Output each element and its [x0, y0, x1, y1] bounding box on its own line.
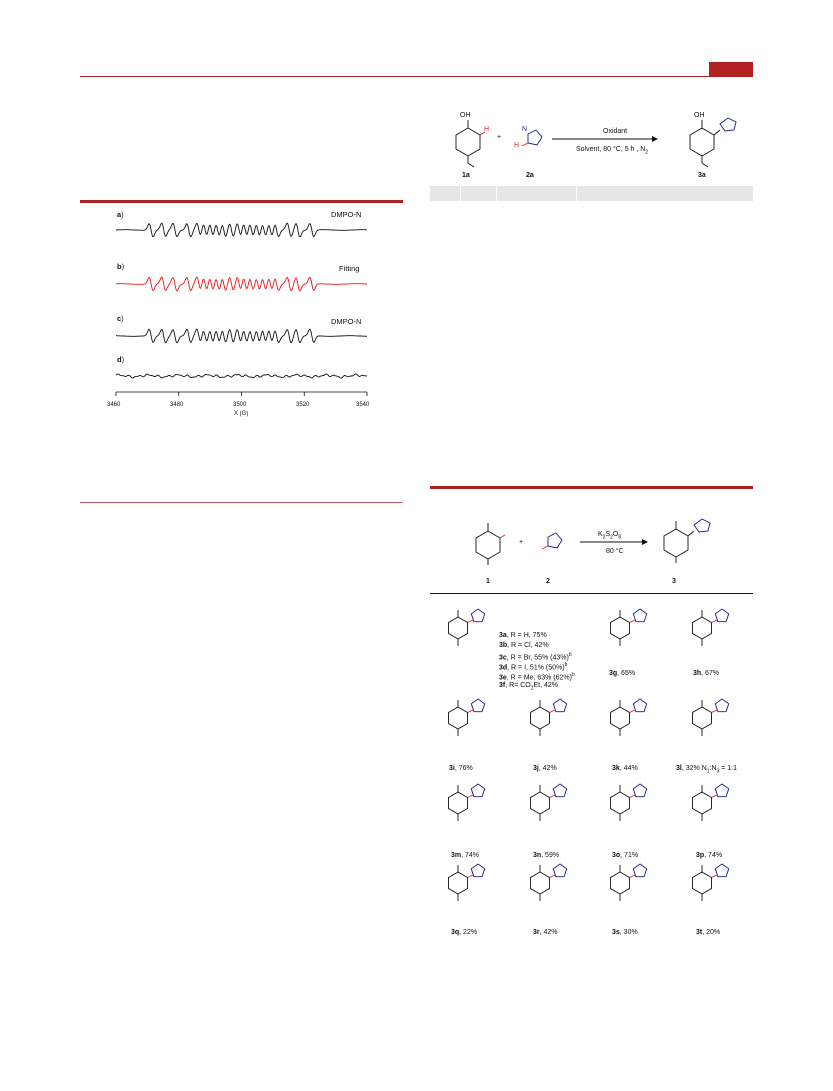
compound-skeleton [692, 698, 730, 736]
label-3: 3 [672, 578, 676, 585]
compound-3q: 3q, 22% [451, 929, 478, 936]
compound-3e: 3e, R = Me, 63% (62%)b [499, 672, 575, 682]
compound-3k: 3k, 44% [612, 765, 638, 772]
compound-skeleton [448, 698, 486, 736]
panel-label-b: Fitting [339, 264, 360, 273]
x-axis-label: X (G) [234, 411, 249, 417]
trace-d [115, 373, 368, 379]
panel-tag-a: a) [117, 210, 124, 219]
scheme2-reagent: K2S2O8 [598, 531, 622, 541]
figure-top-rule [80, 200, 403, 203]
compound-3a: 3a, R = H, 75% [499, 632, 547, 639]
compound-skeleton [530, 783, 568, 821]
scheme1-nh-label: H [514, 142, 520, 149]
epr-figure [115, 222, 368, 396]
compound-3t: 3t, 20% [696, 929, 721, 936]
compound-3f: 3f, R= CO2Et, 42% [499, 682, 559, 692]
header-rule [80, 76, 753, 77]
figure-bottom-rule [80, 502, 403, 503]
scheme1-plus: + [497, 134, 502, 141]
compound-skeleton [692, 783, 730, 821]
compound-3m: 3m, 74% [451, 852, 480, 859]
compound-skeleton [530, 863, 568, 901]
x-tick-label: 3480 [170, 402, 184, 408]
compound-skeleton [610, 698, 648, 736]
compound-3s: 3s, 30% [612, 929, 638, 936]
panel-tag-d: d) [117, 355, 125, 364]
x-tick-label: 3460 [107, 402, 121, 408]
compound-skeleton [610, 863, 648, 901]
compound-skeleton [692, 863, 730, 901]
x-tick-label: 3500 [233, 402, 247, 408]
panel-tag-b: b) [117, 262, 125, 271]
compound-3i: 3i, 76% [449, 765, 473, 772]
compound-skeleton [610, 608, 648, 646]
scheme1-oh-3a: OH [694, 112, 705, 119]
label-2: 2 [546, 578, 550, 585]
oxidant-label: Oxidant [603, 128, 628, 135]
compound-3h: 3h, 67% [693, 670, 720, 677]
label-2a: 2a [526, 172, 534, 179]
label-1: 1 [486, 578, 490, 585]
panel-label-a: DMPO-N [331, 210, 362, 219]
scheme1-oh-1a: OH [460, 112, 471, 119]
trace-b [116, 276, 367, 292]
compound-3b: 3b, R = Cl, 42% [499, 642, 549, 649]
scope-top-rule [430, 486, 753, 489]
panel-label-c: DMPO-N [331, 317, 362, 326]
x-tick-label: 3540 [356, 402, 370, 408]
compound-skeleton [610, 783, 648, 821]
compound-skeleton [692, 608, 730, 646]
scheme2-drawing [475, 518, 711, 565]
scheme1-n-label: N [522, 126, 528, 133]
compound-3n: 3n, 59% [533, 852, 560, 859]
x-tick-label: 3520 [296, 402, 310, 408]
compound-3g: 3g, 65% [609, 670, 636, 677]
label-1a: 1a [462, 172, 470, 179]
compound-skeleton [448, 783, 486, 821]
table-col-divider [576, 186, 577, 201]
compound-3p: 3p, 74% [696, 852, 723, 859]
scheme1-h: H [484, 126, 490, 133]
compound-skeleton [448, 863, 486, 901]
compound-3o: 3o, 71% [612, 852, 639, 859]
compound-skeleton [530, 698, 568, 736]
table-col-divider [496, 186, 497, 201]
conditions-label: Solvent, 80 °C, 5 h , N2 [576, 146, 649, 156]
compound-3l: 3l, 32% N1:N3 = 1:1 [676, 765, 738, 775]
scheme1-drawing [455, 117, 737, 168]
compound-structures [448, 608, 730, 901]
label-3a: 3a [698, 172, 706, 179]
table-header-bar [430, 186, 753, 201]
compound-3d: 3d, R = I, 51% (50%)b [499, 662, 568, 672]
trace-a [116, 222, 367, 238]
compound-3c: 3c, R = Br, 55% (43%)b [499, 652, 572, 662]
compound-3r: 3r, 42% [533, 929, 558, 936]
panel-tag-c: c) [117, 314, 124, 323]
scope-divider [430, 593, 753, 594]
scheme2-plus: + [519, 539, 524, 546]
trace-c [116, 328, 367, 344]
compound-skeleton [448, 608, 486, 646]
table-col-divider [460, 186, 461, 201]
page-tab [709, 62, 753, 76]
scheme2-temp: 80 °C [606, 548, 624, 555]
compound-3j: 3j, 42% [533, 765, 557, 772]
